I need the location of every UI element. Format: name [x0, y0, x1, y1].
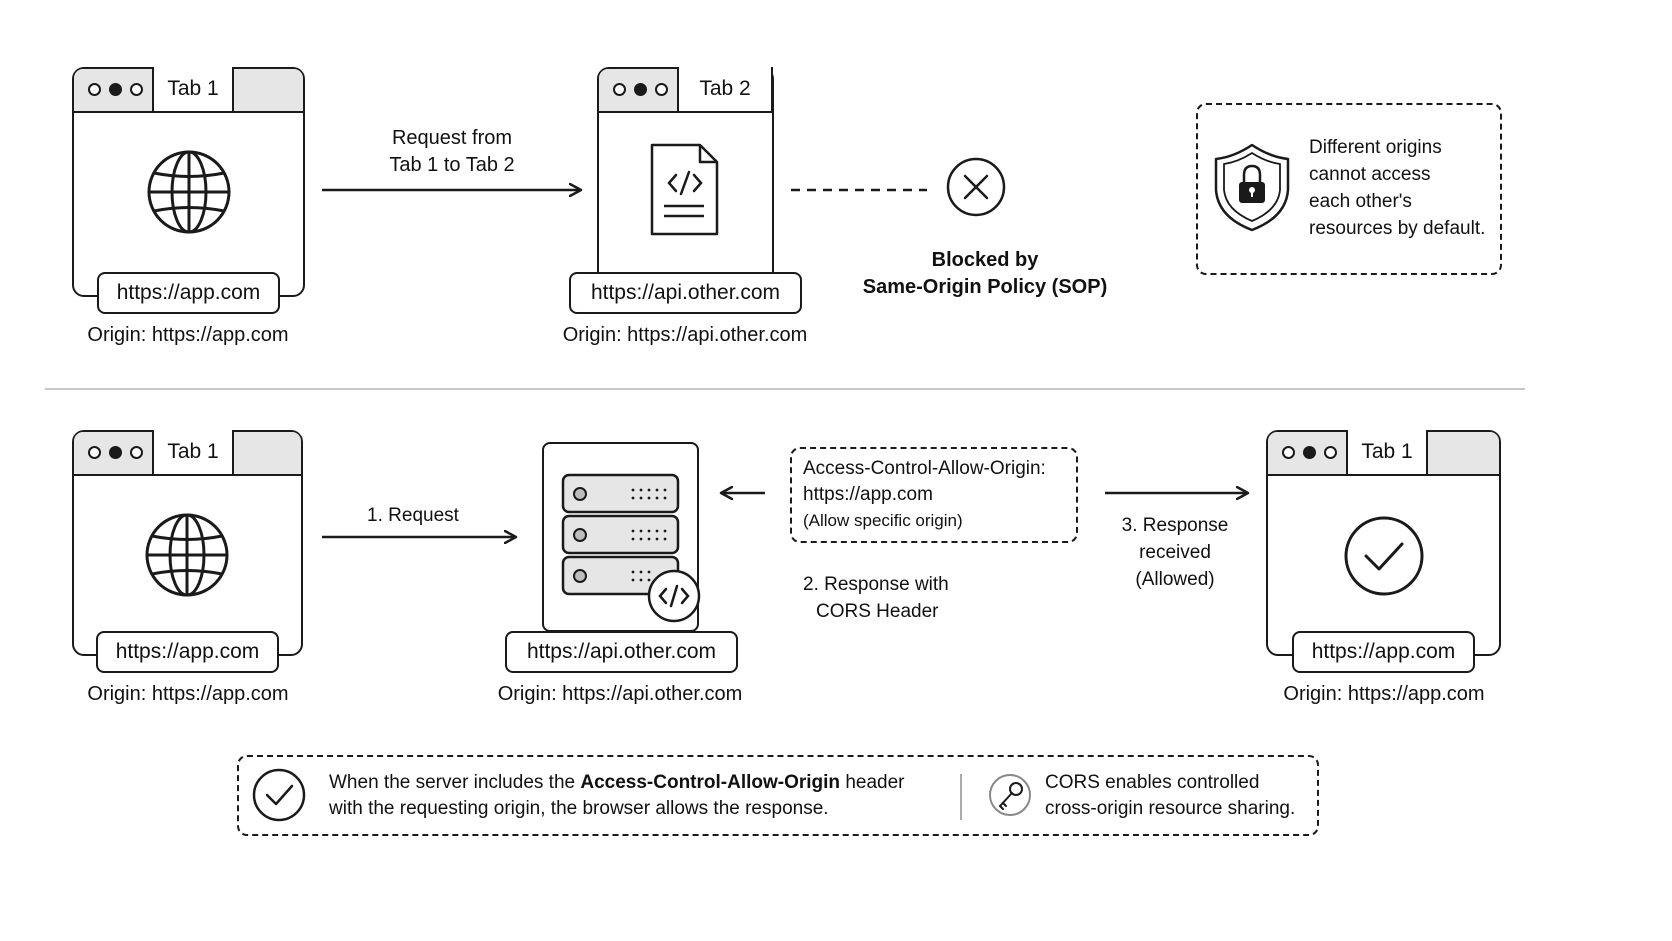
origin-label: Origin: https://app.com [87, 324, 289, 346]
sop-note-box [1196, 103, 1502, 275]
browser-tab[interactable]: Tab 1 [152, 67, 234, 111]
origin-label: Origin: https://api.other.com [562, 324, 808, 346]
server-icon [561, 473, 680, 596]
sop-note-text: Different origins cannot access each oth… [1309, 137, 1486, 239]
checkmark-icon [1344, 516, 1424, 596]
step1-label: 1. Request [367, 505, 459, 526]
url-box: https://app.com [1292, 631, 1475, 673]
browser-window-tab1-top: Tab 1 [72, 67, 305, 297]
cors-header-box [790, 447, 1078, 543]
browser-window-tab1-bottom: Tab 1 [72, 430, 303, 656]
checkmark-icon [252, 768, 306, 822]
origin-label: Origin: https://api.other.com [497, 683, 743, 705]
footer-left-text: When the server includes the Access-Cont… [329, 772, 905, 819]
cors-header-text: Access-Control-Allow-Origin: https://app… [803, 458, 1046, 530]
globe-icon [147, 150, 231, 234]
footer-divider [960, 774, 962, 820]
footer-box [237, 755, 1319, 836]
browser-tab[interactable]: Tab 1 [1346, 430, 1428, 474]
url-box: https://api.other.com [505, 631, 738, 673]
origin-label: Origin: https://app.com [87, 683, 289, 705]
section-divider [45, 388, 1525, 390]
origin-label: Origin: https://app.com [1283, 683, 1485, 705]
url-box: https://app.com [97, 272, 280, 314]
footer-right-text: CORS enables controlled cross-origin res… [1045, 772, 1296, 819]
window-controls [88, 83, 143, 96]
code-badge-icon [647, 569, 701, 623]
window-controls [1282, 446, 1337, 459]
blocked-x-icon [946, 157, 1006, 217]
window-controls [88, 446, 143, 459]
key-icon [989, 774, 1031, 816]
globe-icon [145, 513, 229, 597]
url-box: https://api.other.com [569, 272, 802, 314]
browser-tab[interactable]: Tab 2 [677, 67, 773, 111]
code-document-icon [650, 143, 719, 236]
window-controls [613, 83, 668, 96]
browser-tab[interactable]: Tab 1 [152, 430, 234, 474]
url-box: https://app.com [96, 631, 279, 673]
shield-lock-icon [1214, 143, 1290, 232]
